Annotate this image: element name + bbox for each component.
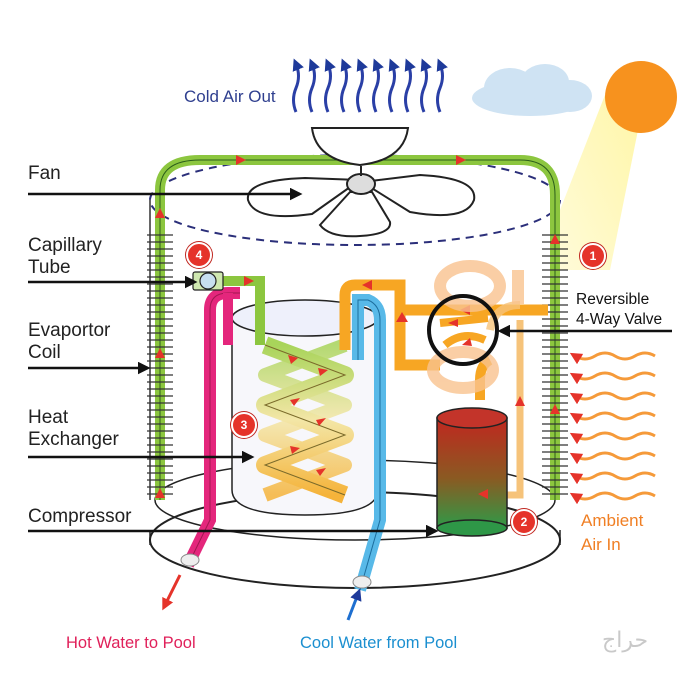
step-badge-1: 1 bbox=[580, 243, 606, 269]
sun-icon bbox=[605, 61, 677, 133]
evaporator-coil-label: Evaportor Coil bbox=[28, 320, 111, 363]
compressor bbox=[436, 407, 508, 537]
sun-beam bbox=[560, 95, 640, 270]
capillary-tube-label: Capillary Tube bbox=[28, 235, 102, 278]
ambient-air-arrows bbox=[569, 351, 656, 505]
cool-water-label: Cool Water from Pool bbox=[300, 634, 458, 652]
fan-label: Fan bbox=[28, 163, 61, 184]
heat-exchanger bbox=[231, 299, 379, 516]
cool-water-pipe bbox=[346, 294, 386, 621]
valve-rings bbox=[427, 260, 524, 394]
reversible-valve-label: Reversible 4-Way Valve bbox=[576, 291, 663, 328]
compressor-label: Compressor bbox=[28, 506, 132, 527]
step-badge-4: 4 bbox=[186, 242, 212, 268]
cold-air-out-label: Cold Air Out bbox=[184, 87, 276, 106]
hot-water-pipe bbox=[162, 287, 240, 611]
pointer-lines bbox=[28, 187, 672, 538]
cloud-icon bbox=[472, 64, 592, 116]
watermark: حراج bbox=[602, 628, 649, 653]
ambient-air-label: Ambient Air In bbox=[581, 511, 644, 554]
hot-water-label: Hot Water to Pool bbox=[66, 634, 196, 652]
fan bbox=[246, 127, 476, 238]
cold-air-arrows bbox=[292, 58, 448, 113]
step-badge-2: 2 bbox=[511, 509, 537, 535]
step-badge-3: 3 bbox=[231, 412, 257, 438]
four-way-valve bbox=[427, 294, 499, 366]
capillary-tube bbox=[192, 271, 265, 345]
heat-exchanger-label: Heat Exchanger bbox=[28, 407, 119, 450]
